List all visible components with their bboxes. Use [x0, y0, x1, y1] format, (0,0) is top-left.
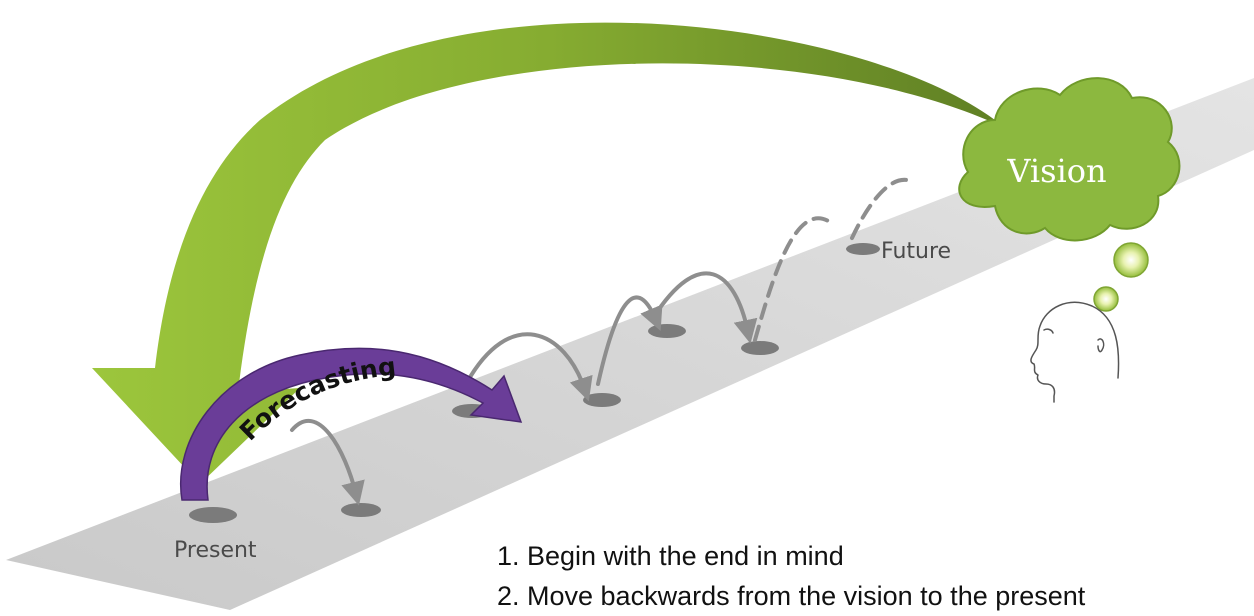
stone-present — [189, 507, 237, 523]
thought-bubble-icon — [1113, 242, 1149, 278]
forecasting-arrow — [180, 347, 523, 501]
stone-5 — [648, 324, 686, 338]
hop-arc-1 — [290, 419, 365, 506]
stone-future — [846, 243, 880, 255]
stone-6 — [741, 341, 779, 355]
stone-4 — [583, 393, 621, 407]
step-1: 1. Begin with the end in mind — [497, 541, 844, 571]
hop-arc-4 — [651, 271, 758, 344]
stone-2 — [341, 503, 381, 517]
backcasting-arrow — [92, 22, 1005, 485]
timeline-path — [6, 78, 1254, 610]
thought-bubble-icon — [1093, 286, 1119, 312]
hop-arc-dashed-1 — [753, 216, 832, 342]
hop-arc-dashed-2 — [850, 177, 915, 240]
present-label: Present — [174, 538, 257, 563]
forecast-hops — [290, 177, 915, 506]
human-head-icon — [1030, 301, 1120, 403]
step-2: 2. Move backwards from the vision to the… — [497, 581, 1086, 611]
vision-cloud — [958, 77, 1181, 242]
hop-arc-3 — [596, 295, 663, 386]
vision-label: Vision — [1006, 152, 1106, 190]
future-label: Future — [881, 239, 951, 264]
hop-arc-2 — [464, 332, 593, 402]
steps-list: 1. Begin with the end in mind 2. Move ba… — [497, 536, 1085, 616]
